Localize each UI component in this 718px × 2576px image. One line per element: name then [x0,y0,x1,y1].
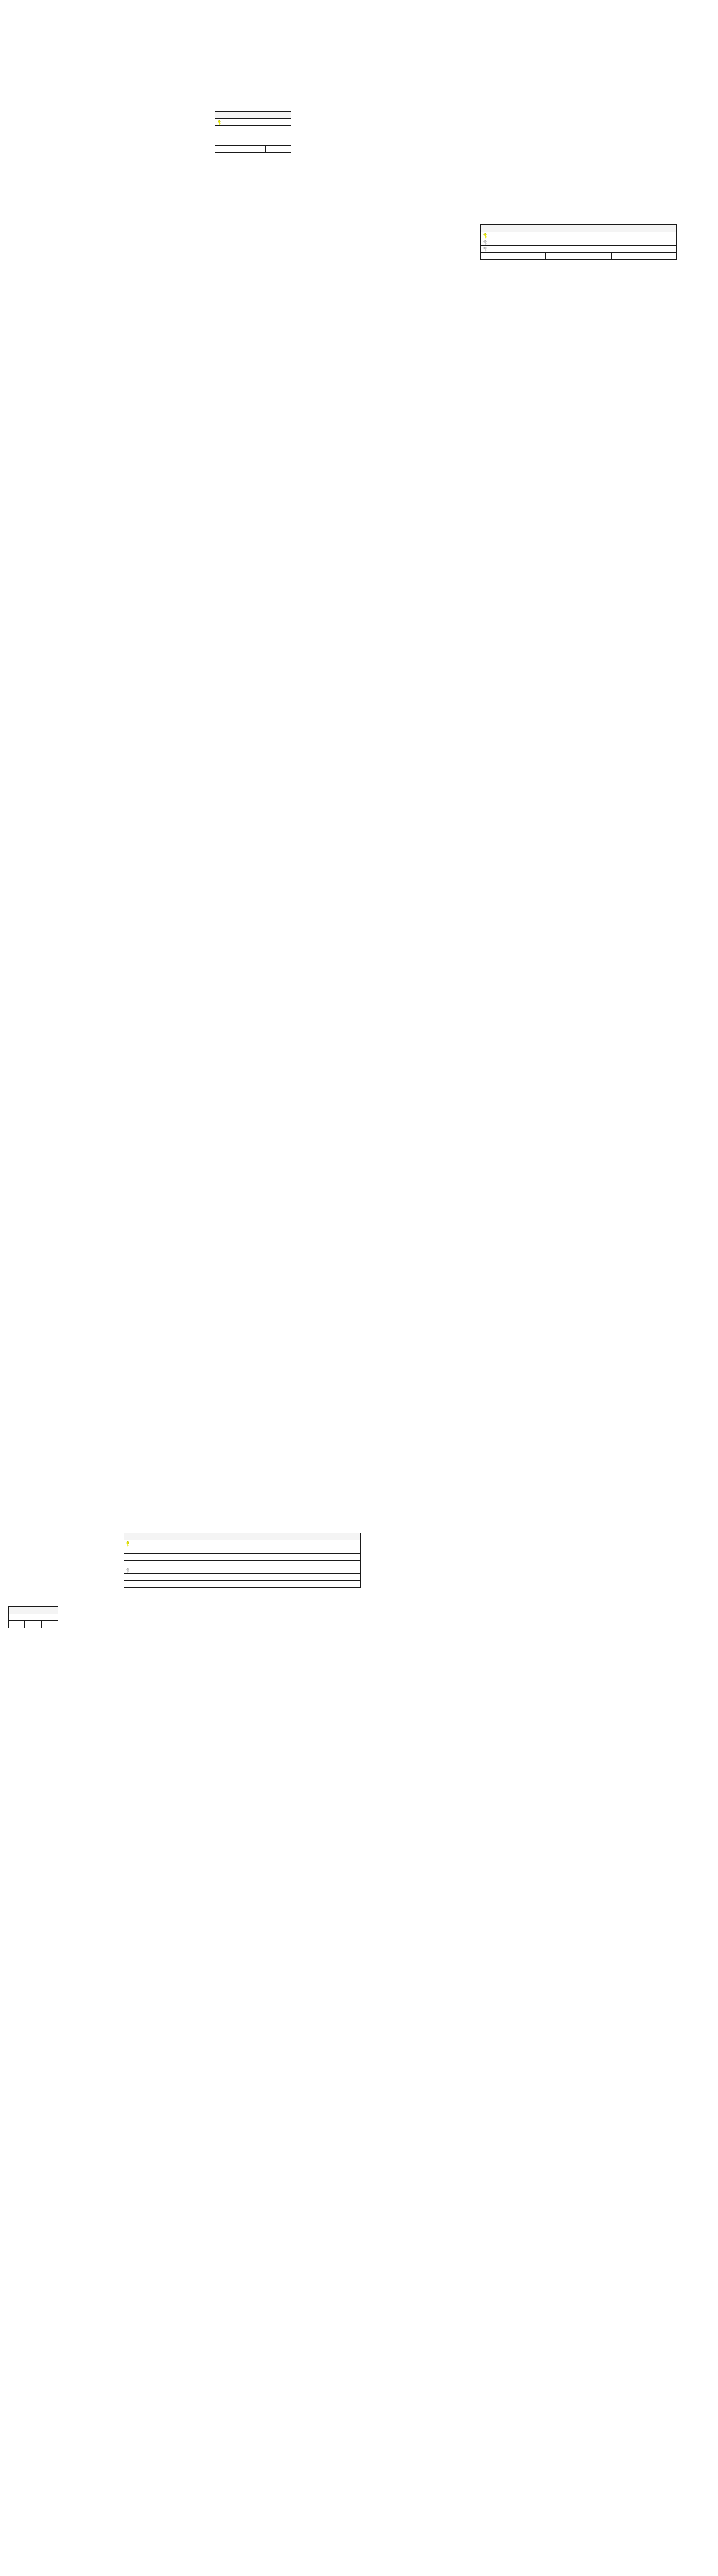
column-type [659,239,676,246]
foreign-key-icon [483,247,488,252]
table-column-row [124,1540,360,1547]
footer-parents [481,253,546,259]
footer-rowcount [240,146,266,152]
table-footer [215,146,291,152]
table-footer [124,1581,360,1587]
table-header [124,1533,360,1540]
table-node-scope[interactable] [215,111,291,153]
table-column-row [215,119,291,126]
table-header [9,1607,58,1614]
primary-key-icon [483,233,488,239]
table-column-row [481,245,676,252]
table-column-row [215,132,291,139]
primary-key-icon [218,120,222,125]
primary-key-icon [126,1541,130,1547]
table-column-row [215,139,291,146]
footer-rowcount [202,1581,282,1587]
table-column-row [9,1614,58,1621]
table-column-row [124,1547,360,1554]
footer-parents [9,1621,25,1628]
table-column-row [481,232,676,239]
footer-parents [215,146,241,152]
footer-children [266,146,291,152]
table-column-row [124,1567,360,1574]
column-type [659,232,676,239]
footer-parents [124,1581,203,1587]
table-node-library[interactable] [124,1533,361,1588]
footer-children [42,1621,58,1628]
table-column-row [124,1554,360,1561]
foreign-key-icon [483,240,488,245]
table-column-row [124,1574,360,1581]
table-column-row [481,239,676,246]
footer-children [612,253,676,259]
table-header [215,112,291,119]
footer-rowcount [546,253,612,259]
foreign-key-icon [126,1568,130,1573]
table-header [481,225,676,232]
table-footer [9,1621,58,1628]
table-column-row [215,126,291,132]
column-type [659,245,676,252]
footer-rowcount [25,1621,42,1628]
table-node-library-cloud-library-scope[interactable] [480,224,677,260]
table-node-donations[interactable] [8,1606,58,1628]
table-column-row [124,1561,360,1567]
footer-children [282,1581,360,1587]
table-footer [481,252,676,259]
